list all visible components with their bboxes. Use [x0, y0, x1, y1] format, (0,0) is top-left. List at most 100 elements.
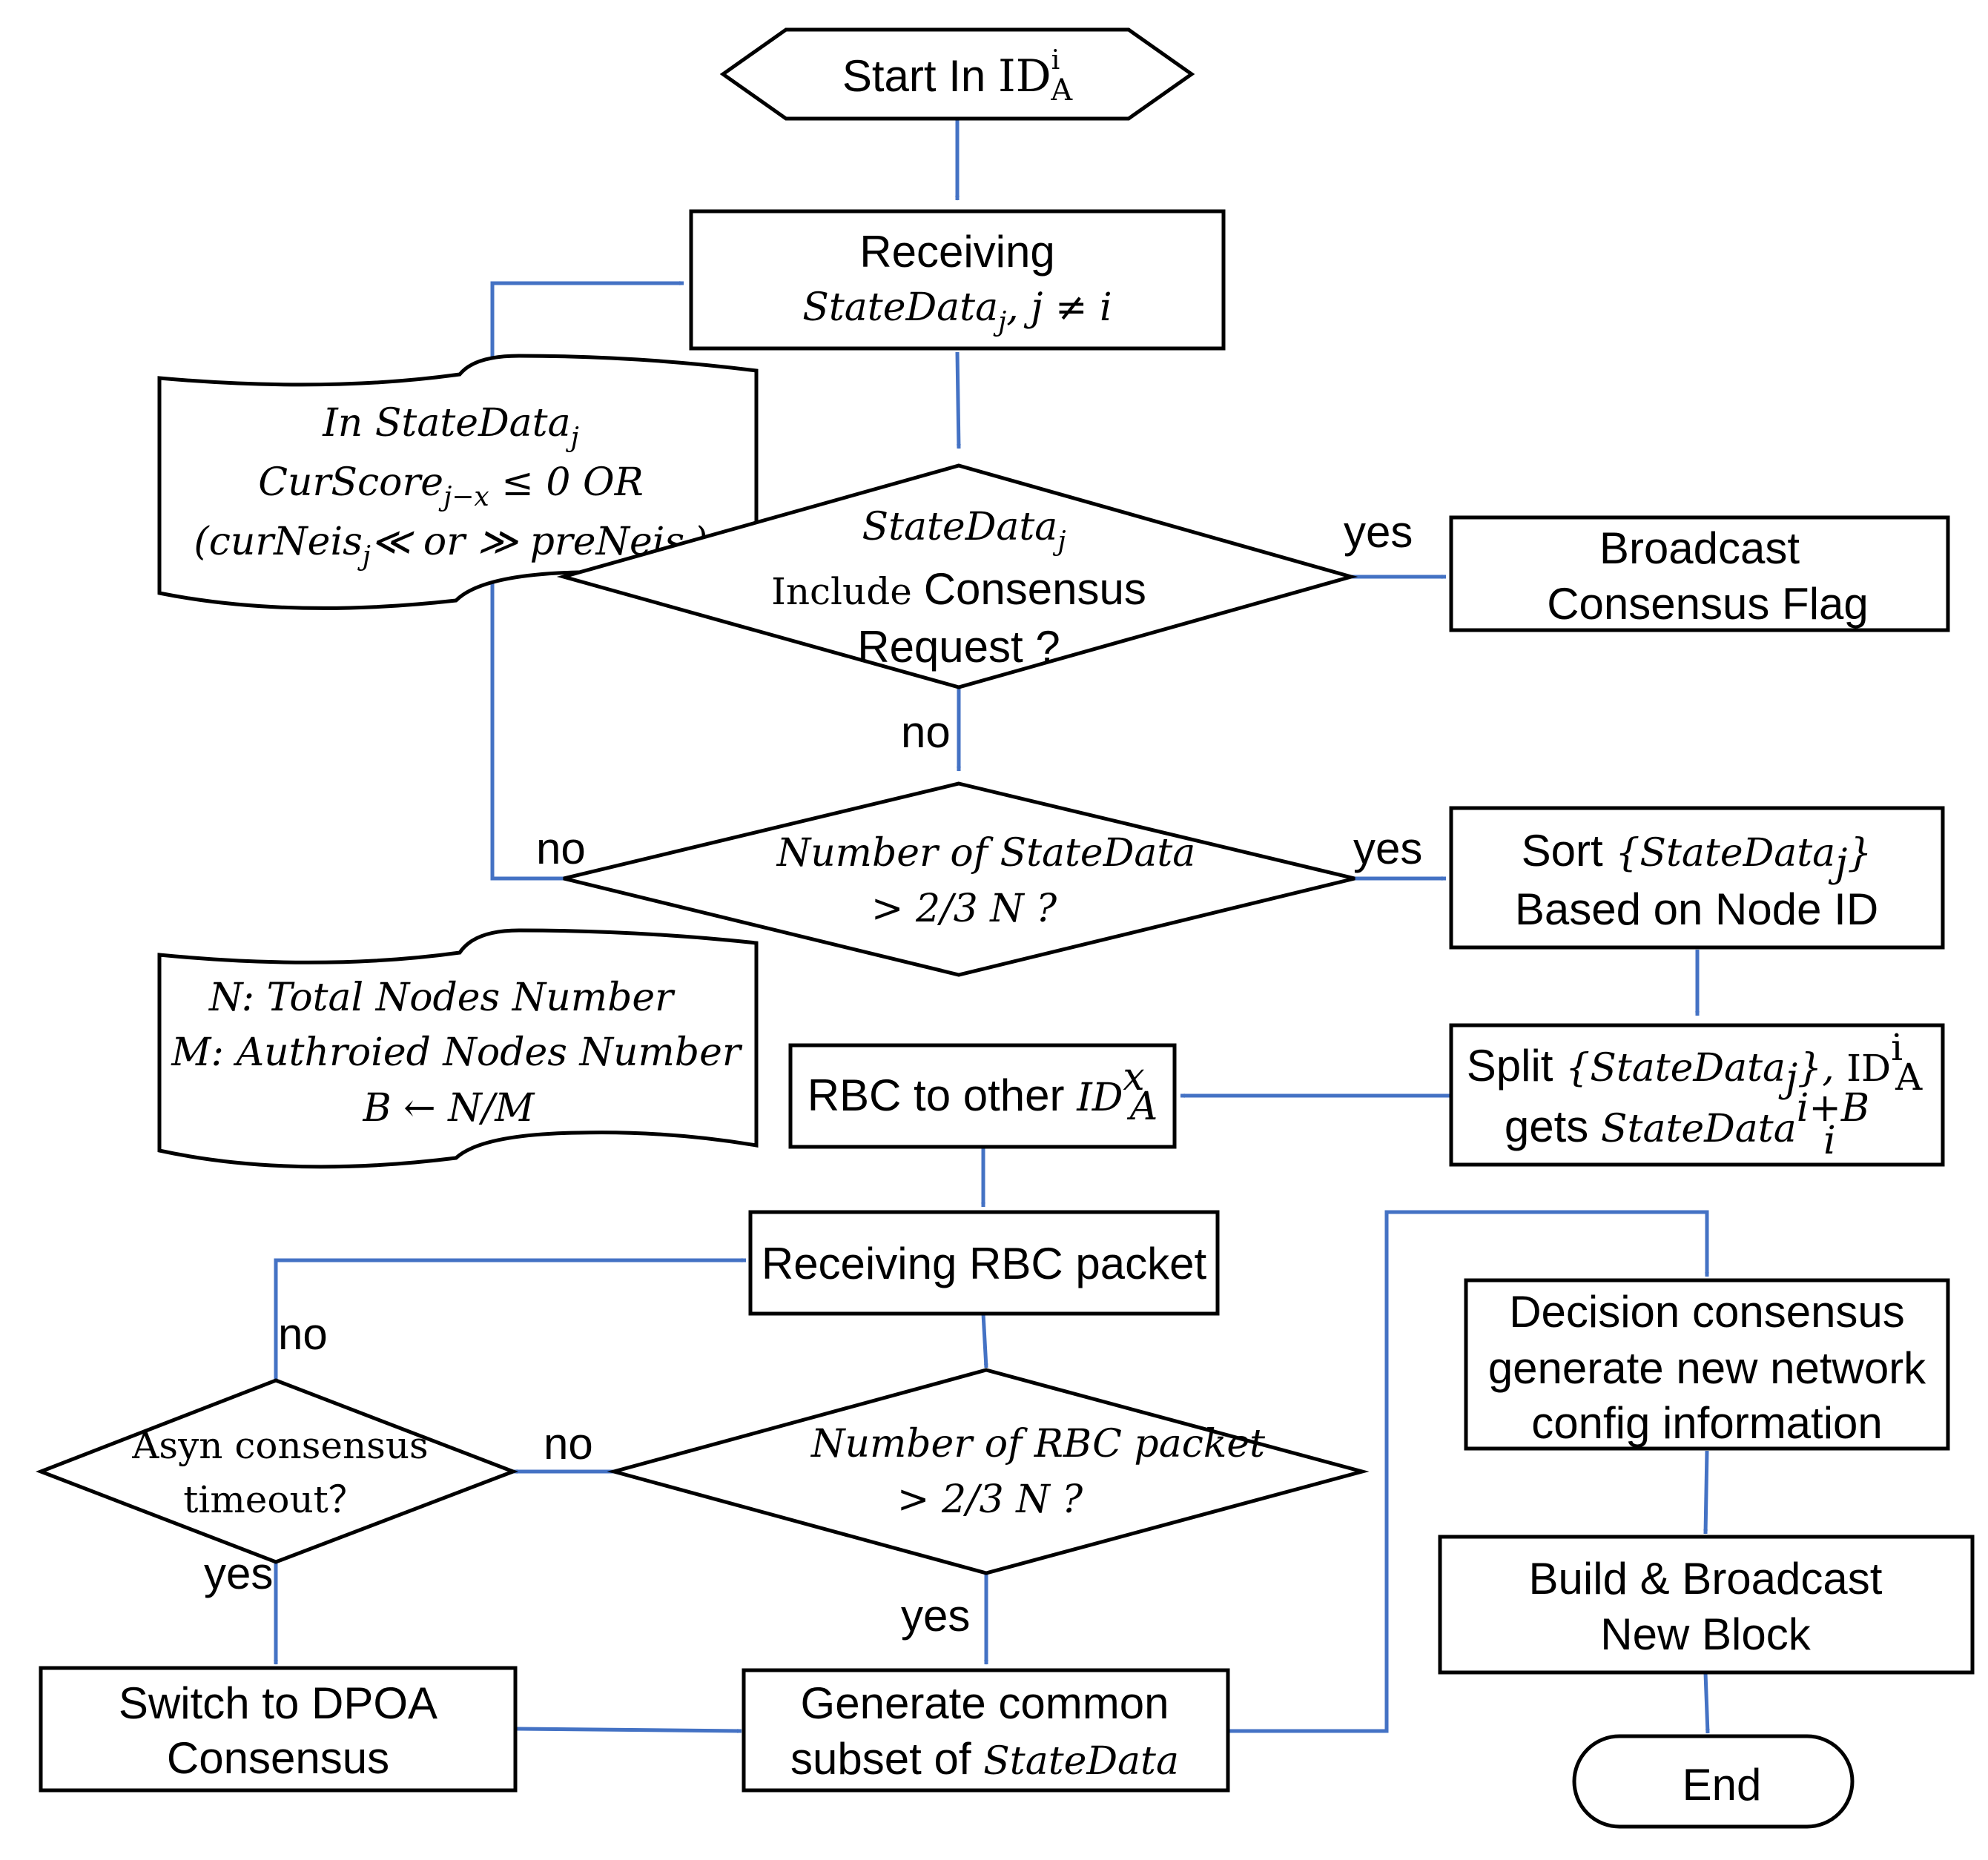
decision-rbc: Number of RBC packet > 2/3 N ?	[607, 1368, 1370, 1575]
label-timeout-no: no	[278, 1309, 328, 1359]
svg-text:gets StateDatai+Bi: gets StateDatai+Bi	[1505, 1086, 1869, 1163]
svg-text:StateDataj, j ≠ i: StateDataj, j ≠ i	[802, 285, 1112, 337]
split-sub-2: i	[1823, 1119, 1836, 1163]
label-count-no: no	[536, 824, 586, 873]
edge-decision-consensus-to-build	[1703, 1450, 1709, 1535]
svg-text:Sort {StateDataj}: Sort {StateDataj}	[1522, 826, 1872, 886]
defs-line1: N: Total Nodes Number	[208, 976, 676, 1020]
common-subset-box: Generate common subset of StateData	[742, 1668, 1230, 1793]
switch-line1: Switch to DPOA	[119, 1678, 437, 1728]
sort-statedata: {StateData	[1615, 831, 1835, 876]
split-sup: i+B	[1797, 1086, 1869, 1131]
timeout-line2: timeout？	[183, 1478, 365, 1521]
common-statedata: StateData	[983, 1739, 1179, 1784]
receiving-cond: , j ≠ i	[1006, 285, 1112, 330]
request-consensus: Consensus	[924, 564, 1146, 614]
switch-dpoa-box: Switch to DPOA Consensus	[39, 1666, 518, 1793]
decision-timeout: Asyn consensus timeout？	[36, 1378, 518, 1564]
decision-consensus-line2: generate new network	[1488, 1343, 1926, 1393]
edge-receiving-rbc-to-decision	[981, 1313, 988, 1368]
build-block-box: Build & Broadcast New Block	[1438, 1535, 1975, 1675]
common-subset-of: subset of	[790, 1734, 983, 1784]
split-statedata-2: StateData	[1601, 1107, 1797, 1151]
defs-line2: M: Authroied Nodes Number	[171, 1030, 743, 1075]
build-line1: Build & Broadcast	[1529, 1554, 1883, 1603]
common-line1: Generate common	[801, 1678, 1169, 1728]
edge-timeout-no-loop	[274, 1258, 747, 1380]
svg-text:StateDataj: StateDataj	[862, 505, 1066, 557]
request-statedata: StateData	[862, 505, 1058, 549]
request-question: Request ?	[857, 622, 1060, 672]
label-request-no: no	[901, 707, 951, 757]
note-definitions: N: Total Nodes Number M: Authroied Nodes…	[157, 928, 759, 1169]
rbc-id: ID	[1076, 1076, 1123, 1120]
label-timeout-yes: yes	[204, 1549, 273, 1598]
split-word: Split	[1467, 1041, 1565, 1090]
edge-switch-to-common	[515, 1727, 742, 1733]
switch-line2: Consensus	[167, 1733, 389, 1783]
svg-text:In StateDataj: In StateDataj	[322, 401, 579, 453]
request-include: Include	[771, 570, 924, 613]
rbc-id-sup: x	[1123, 1055, 1144, 1099]
start-id: ID	[998, 50, 1051, 102]
count-line1: Number of StateData	[776, 831, 1196, 876]
rbc-count-line2: > 2/3 N ?	[897, 1477, 1083, 1522]
edge-build-to-end	[1703, 1672, 1710, 1734]
note-line2-sub: j−x	[438, 482, 489, 512]
split-close: },	[1797, 1046, 1846, 1090]
edge-common-to-decision-consensus	[1229, 1210, 1709, 1733]
count-line2: > 2/3 N ?	[871, 887, 1057, 931]
rbc-label: RBC to other	[808, 1070, 1077, 1120]
sort-close: }	[1847, 831, 1872, 876]
rbc-id-sub: A	[1127, 1085, 1158, 1129]
sort-box: Sort {StateDataj} Based on Node ID	[1449, 806, 1945, 950]
timeout-line1: Asyn consensus	[131, 1424, 428, 1467]
edge-labels: yes no no yes no no yes yes	[204, 507, 1422, 1641]
split-gets: gets	[1505, 1102, 1601, 1151]
note-line1: In StateData	[322, 401, 570, 446]
receiving-rbc-label: Receiving RBC packet	[762, 1239, 1207, 1288]
start-id-sup: i	[1051, 45, 1060, 76]
defs-line3: B ← N/M	[362, 1086, 535, 1131]
sort-word: Sort	[1522, 826, 1616, 876]
label-rbc-no: no	[544, 1419, 593, 1469]
note-line2: CurScore	[258, 460, 443, 505]
split-id-sup: i	[1891, 1026, 1903, 1069]
note-line3a: (curNeis	[194, 520, 362, 564]
note-line2-rest: ≤ 0 OR	[489, 460, 644, 505]
decision-consensus-box: Decision consensus generate new network …	[1464, 1278, 1950, 1451]
decision-count: Number of StateData > 2/3 N ?	[563, 781, 1355, 977]
label-rbc-yes: yes	[901, 1591, 970, 1641]
receiving-statedata: StateData	[802, 285, 998, 330]
start-label: Start In	[842, 51, 998, 101]
decision-consensus-line3: config information	[1531, 1398, 1883, 1448]
svg-text:subset of StateData: subset of StateData	[790, 1734, 1179, 1784]
split-statedata: {StateData	[1565, 1046, 1786, 1090]
broadcast-line1: Broadcast	[1599, 523, 1800, 573]
end-label: End	[1682, 1760, 1762, 1810]
sort-line2: Based on Node ID	[1515, 884, 1878, 934]
end-terminal: End	[1572, 1734, 1855, 1829]
receiving-box: Receiving StateDataj, j ≠ i	[689, 209, 1226, 351]
receiving-rbc-box: Receiving RBC packet	[748, 1210, 1220, 1316]
svg-text:CurScorej−x ≤ 0 OR: CurScorej−x ≤ 0 OR	[258, 460, 644, 512]
edge-receiving-to-request	[955, 351, 961, 449]
build-line2: New Block	[1600, 1609, 1811, 1659]
decision-request: StateDataj Include Consensus Request ?	[556, 463, 1358, 689]
start-id-sub: A	[1050, 73, 1073, 107]
receiving-label: Receiving	[859, 227, 1054, 277]
broadcast-flag-box: Broadcast Consensus Flag	[1449, 515, 1950, 632]
split-id: ID	[1846, 1047, 1891, 1090]
split-id-sub: A	[1895, 1056, 1923, 1099]
label-request-yes: yes	[1344, 507, 1413, 557]
decision-consensus-line1: Decision consensus	[1509, 1287, 1905, 1337]
label-count-yes: yes	[1353, 824, 1422, 873]
broadcast-line2: Consensus Flag	[1547, 579, 1869, 629]
